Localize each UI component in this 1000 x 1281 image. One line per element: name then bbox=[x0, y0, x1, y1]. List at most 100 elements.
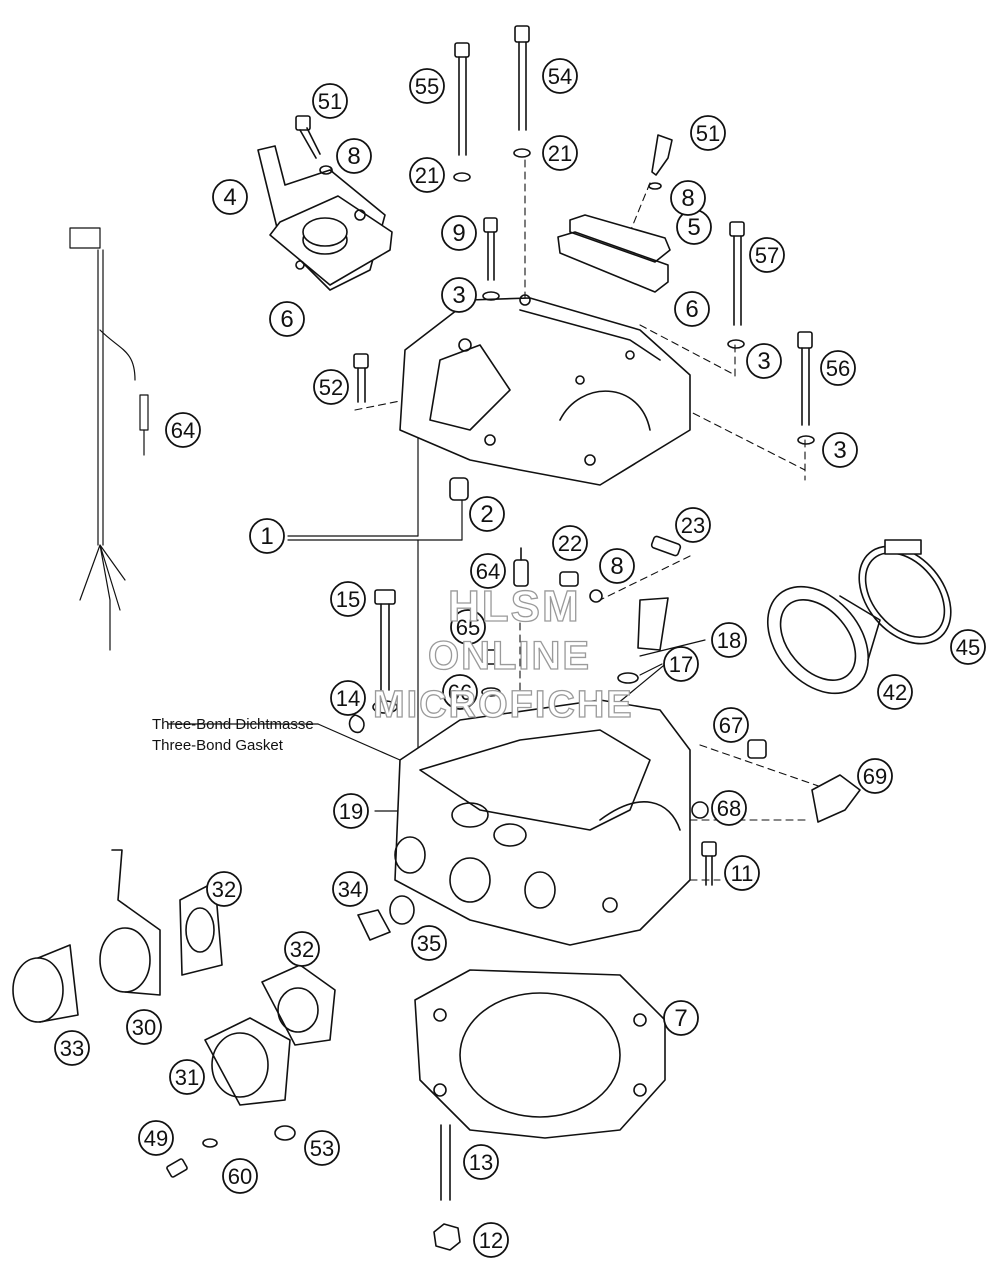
callout-number: 52 bbox=[319, 375, 343, 400]
callout-circle bbox=[542, 135, 578, 171]
callout-64: 64 bbox=[470, 553, 506, 589]
plug-65 bbox=[481, 649, 501, 697]
callout-21: 21 bbox=[542, 135, 578, 171]
bolt-57 bbox=[727, 221, 745, 349]
plug-22 bbox=[559, 571, 603, 603]
callout-number: 4 bbox=[223, 184, 236, 211]
bolt-55 bbox=[453, 42, 471, 182]
callout-number: 22 bbox=[558, 531, 582, 556]
bolt-11 bbox=[701, 841, 717, 886]
callout-circle bbox=[450, 609, 486, 645]
callout-31: 31 bbox=[169, 1059, 205, 1095]
callout-57: 57 bbox=[749, 237, 785, 273]
callout-number: 11 bbox=[731, 861, 754, 886]
callout-4: 4 bbox=[212, 179, 248, 215]
callout-number: 3 bbox=[833, 437, 846, 464]
callout-number: 21 bbox=[548, 141, 572, 166]
callout-3: 3 bbox=[746, 343, 782, 379]
callout-number: 32 bbox=[290, 937, 314, 962]
callout-9: 9 bbox=[441, 215, 477, 251]
callout-14: 14 bbox=[330, 680, 366, 716]
sensor-69 bbox=[811, 774, 861, 823]
callout-circle bbox=[749, 237, 785, 273]
callout-18: 18 bbox=[711, 622, 747, 658]
annotation-line-1: Three-Bond Dichtmasse bbox=[152, 716, 314, 733]
callout-number: 19 bbox=[339, 799, 363, 824]
cover-left bbox=[257, 145, 393, 291]
callout-2: 2 bbox=[469, 496, 505, 532]
callout-8: 8 bbox=[599, 548, 635, 584]
cylinder-head bbox=[394, 699, 691, 946]
callout-circle bbox=[473, 1222, 509, 1258]
callout-33: 33 bbox=[54, 1030, 90, 1066]
callout-circle bbox=[675, 507, 711, 543]
gasket-drop bbox=[348, 714, 365, 734]
callout-34: 34 bbox=[332, 871, 368, 907]
callout-19: 19 bbox=[333, 793, 369, 829]
callout-circle bbox=[713, 707, 749, 743]
callout-55: 55 bbox=[409, 68, 445, 104]
callout-45: 45 bbox=[950, 629, 986, 665]
callout-52: 52 bbox=[313, 369, 349, 405]
callout-66: 66 bbox=[442, 674, 478, 710]
flange-33 bbox=[12, 944, 79, 1023]
callout-13: 13 bbox=[463, 1144, 499, 1180]
nut-12 bbox=[433, 1223, 461, 1251]
plug-67 bbox=[691, 739, 767, 819]
callout-circle bbox=[441, 277, 477, 313]
callout-number: 32 bbox=[212, 877, 236, 902]
callout-circle bbox=[442, 674, 478, 710]
callout-number: 66 bbox=[448, 680, 472, 705]
callout-number: 35 bbox=[417, 931, 441, 956]
gasket-32-bottom bbox=[261, 964, 336, 1046]
callout-number: 68 bbox=[717, 796, 741, 821]
callout-11: 11 bbox=[724, 855, 760, 891]
callout-42: 42 bbox=[877, 674, 913, 710]
callout-60: 60 bbox=[222, 1158, 258, 1194]
cover-right bbox=[557, 134, 673, 293]
cap-2 bbox=[449, 477, 469, 501]
callout-circle bbox=[711, 622, 747, 658]
callout-number: 13 bbox=[469, 1150, 493, 1175]
intake-rubber-42 bbox=[766, 585, 881, 695]
callout-12: 12 bbox=[473, 1222, 509, 1258]
bolt-15 bbox=[372, 589, 398, 714]
clamp-45 bbox=[858, 539, 952, 645]
callout-circle bbox=[542, 58, 578, 94]
callout-51: 51 bbox=[312, 83, 348, 119]
callout-54: 54 bbox=[542, 58, 578, 94]
callout-number: 3 bbox=[757, 348, 770, 375]
callout-circle bbox=[820, 350, 856, 386]
callout-circle bbox=[138, 1120, 174, 1156]
callout-circle bbox=[724, 855, 760, 891]
flange-30 bbox=[99, 849, 161, 996]
callout-number: 65 bbox=[456, 615, 480, 640]
callout-number: 18 bbox=[717, 628, 741, 653]
callout-8: 8 bbox=[670, 180, 706, 216]
callout-number: 14 bbox=[336, 686, 360, 711]
callout-number: 6 bbox=[685, 296, 698, 323]
callout-number: 8 bbox=[610, 553, 623, 580]
callout-32: 32 bbox=[206, 871, 242, 907]
callout-8: 8 bbox=[336, 138, 372, 174]
callout-number: 33 bbox=[60, 1036, 84, 1061]
callout-number: 55 bbox=[415, 74, 439, 99]
callout-circle bbox=[249, 518, 285, 554]
callout-17: 17 bbox=[663, 646, 699, 682]
stud-13 bbox=[440, 1124, 451, 1201]
callout-56: 56 bbox=[820, 350, 856, 386]
callout-circle bbox=[463, 1144, 499, 1180]
callout-number: 15 bbox=[336, 587, 360, 612]
callout-circle bbox=[336, 138, 372, 174]
callout-51: 51 bbox=[690, 115, 726, 151]
callout-69: 69 bbox=[857, 758, 893, 794]
callout-number: 56 bbox=[826, 356, 850, 381]
callout-circle bbox=[330, 581, 366, 617]
callout-circle bbox=[332, 871, 368, 907]
callout-circle bbox=[222, 1158, 258, 1194]
callout-circle bbox=[169, 1059, 205, 1095]
callout-circle bbox=[711, 790, 747, 826]
callout-53: 53 bbox=[304, 1130, 340, 1166]
bolt-56 bbox=[797, 331, 815, 445]
plug-34-35 bbox=[357, 895, 415, 941]
